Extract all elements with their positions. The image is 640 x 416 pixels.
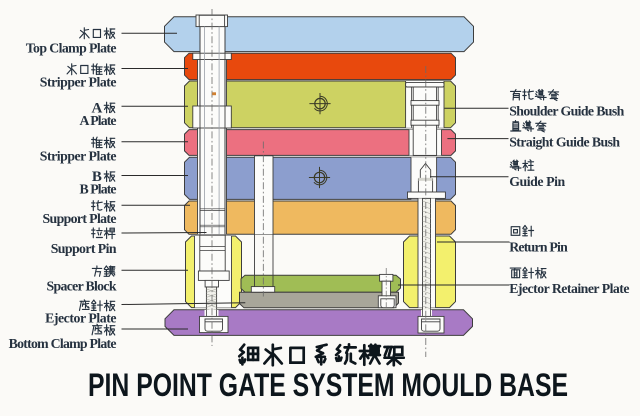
svg-text:Top Clamp Plate: Top Clamp Plate (26, 40, 117, 55)
svg-text:Support Plate: Support Plate (43, 211, 117, 226)
svg-text:B: B (92, 169, 102, 185)
svg-text:Ejector Retainer Plate: Ejector Retainer Plate (509, 281, 629, 296)
svg-text:Bottom Clamp Plate: Bottom Clamp Plate (9, 336, 117, 351)
svg-text:Guide Pin: Guide Pin (509, 174, 565, 189)
svg-text:B Plate: B Plate (80, 182, 117, 197)
svg-text:PIN POINT GATE SYSTEM MOULD BA: PIN POINT GATE SYSTEM MOULD BASE (88, 367, 568, 403)
svg-text:Return Pin: Return Pin (509, 239, 568, 254)
svg-text:Spacer Block: Spacer Block (47, 279, 117, 294)
svg-text:Shoulder Guide Bush: Shoulder Guide Bush (509, 103, 624, 118)
svg-text:Stripper Plate: Stripper Plate (40, 75, 117, 90)
svg-text:Stripper Plate: Stripper Plate (40, 148, 117, 163)
svg-text:A Plate: A Plate (80, 113, 117, 128)
svg-text:Support Pin: Support Pin (51, 241, 117, 256)
svg-text:Straight Guide Bush: Straight Guide Bush (509, 135, 620, 150)
svg-text:Ejector Plate: Ejector Plate (45, 311, 116, 326)
svg-text:A: A (91, 101, 102, 117)
